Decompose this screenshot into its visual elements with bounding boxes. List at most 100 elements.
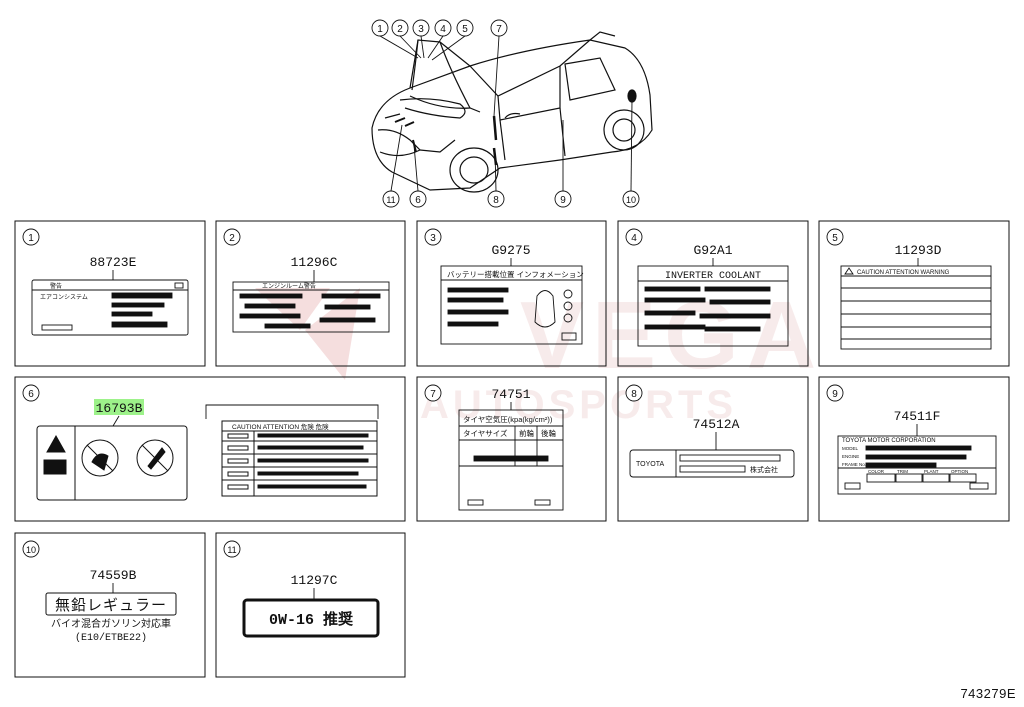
panel-number: 6 — [28, 389, 34, 400]
part-number: G92A1 — [693, 243, 732, 258]
label-text: エアコンシステム — [40, 294, 88, 301]
panel-number-circles — [22, 228, 844, 558]
callout-num: 2 — [397, 24, 403, 35]
panel-number: 7 — [430, 389, 436, 400]
rear-wheel — [603, 109, 645, 151]
callout-num: 11 — [386, 195, 395, 205]
callout-num: 7 — [496, 24, 502, 35]
panel-frames — [14, 220, 1010, 678]
callout-7 — [490, 19, 508, 37]
callout-3 — [412, 19, 430, 37]
label-text: COLOR — [868, 469, 885, 474]
no-tools-icon — [136, 439, 174, 477]
panel-2 — [215, 220, 406, 367]
callout-leaders — [379, 35, 633, 192]
part-number: 11293D — [895, 243, 942, 258]
callout-num: 8 — [493, 195, 499, 206]
label-text: バッテリー搭載位置 インフォメーション — [447, 269, 584, 279]
label-text: TOYOTA — [636, 461, 664, 468]
callout-8 — [487, 190, 505, 208]
panel-number: 9 — [832, 389, 838, 400]
callout-4 — [434, 19, 452, 37]
label-text: 無鉛レギュラー — [55, 597, 167, 614]
label-text: OPTION — [951, 469, 968, 474]
no-touch-icon — [81, 439, 119, 477]
label-16793B — [36, 420, 378, 501]
part-number: 74512A — [693, 417, 740, 432]
label-text: CAUTION ATTENTION WARNING — [857, 270, 950, 276]
panel-number: 8 — [631, 389, 637, 400]
callout-num: 1 — [377, 24, 383, 35]
label-text: バイオ混合ガソリン対応車 — [51, 617, 171, 630]
label-text: MODEL — [842, 446, 859, 451]
watermark-sub: AUTOSPORTS — [420, 383, 737, 427]
callout-circles — [371, 19, 640, 208]
label-text: TRIM — [897, 469, 908, 474]
label-text: エンジンルーム警告 — [262, 282, 316, 290]
label-11297C — [242, 598, 380, 638]
label-88723E — [31, 279, 189, 336]
callout-9 — [554, 190, 572, 208]
callout-num: 3 — [418, 24, 424, 35]
panel-5 — [818, 220, 1010, 367]
label-74559B — [45, 592, 177, 616]
manual-book-icon — [43, 459, 67, 475]
label-text: PLANT — [924, 469, 939, 474]
callout-5 — [456, 19, 474, 37]
part-number: 74559B — [90, 568, 137, 583]
panel-3 — [416, 220, 607, 367]
callout-num: 5 — [462, 24, 468, 35]
part-number: 88723E — [90, 255, 137, 270]
panel-10 — [14, 532, 206, 678]
part-number: 74751 — [491, 387, 530, 402]
label-text: FRAME No. — [842, 462, 866, 467]
label-text: タイヤサイズ — [463, 428, 508, 438]
panel-number: 4 — [631, 233, 637, 244]
callout-1 — [371, 19, 389, 37]
label-text: INVERTER COOLANT — [665, 271, 761, 282]
panel-number: 2 — [229, 233, 235, 244]
label-text: 後輪 — [541, 428, 556, 438]
warning-triangle-icon — [844, 267, 854, 275]
callout-10 — [622, 190, 640, 208]
panel-11 — [215, 532, 406, 678]
callout-numbers: 1 2 3 4 5 7 11 6 8 9 10 — [377, 24, 636, 206]
part-number: 11296C — [291, 255, 338, 270]
label-11293D — [840, 265, 992, 350]
callout-11 — [382, 190, 400, 208]
panel-1 — [14, 220, 206, 367]
panel-8 — [617, 376, 809, 522]
label-74511F — [837, 435, 997, 495]
callout-num: 6 — [415, 195, 421, 206]
panel-number: 11 — [227, 545, 236, 555]
car-illustration — [371, 31, 653, 193]
front-wheel — [449, 147, 499, 193]
diagram-id: 743279E — [960, 686, 1016, 701]
panel-9 — [818, 376, 1010, 522]
label-text: TOYOTA MOTOR CORPORATION — [842, 438, 936, 444]
label-11296C — [232, 281, 390, 333]
label-text: ENGINE — [842, 454, 859, 459]
callout-6 — [409, 190, 427, 208]
label-text: CAUTION ATTENTION 危険 危険 — [232, 422, 329, 431]
label-text: 前輪 — [519, 428, 534, 438]
callout-2 — [391, 19, 409, 37]
part-numbers: 88723E 11296C G9275 G92A1 11293D 16793B … — [90, 243, 942, 588]
label-text: 警告 — [50, 282, 62, 290]
car-body — [371, 39, 653, 191]
panel-number: 1 — [28, 233, 34, 244]
label-74751 — [458, 409, 564, 511]
label-text: 株式会社 — [750, 465, 778, 474]
part-number: 11297C — [291, 573, 338, 588]
callout-num: 10 — [626, 195, 636, 205]
panel-number: 10 — [26, 545, 36, 555]
label-text: 0W-16 推奨 — [269, 610, 354, 629]
part-number: 16793B — [96, 401, 143, 416]
callout-num: 4 — [440, 24, 446, 35]
car-top-view-icon — [534, 290, 556, 328]
label-text: タイヤ空気圧(kpa(kg/cm²)) — [463, 414, 553, 424]
panel-6 — [14, 376, 406, 522]
label-G9275 — [440, 265, 583, 345]
part-highlight — [94, 399, 144, 415]
panel-number: 3 — [430, 233, 436, 244]
